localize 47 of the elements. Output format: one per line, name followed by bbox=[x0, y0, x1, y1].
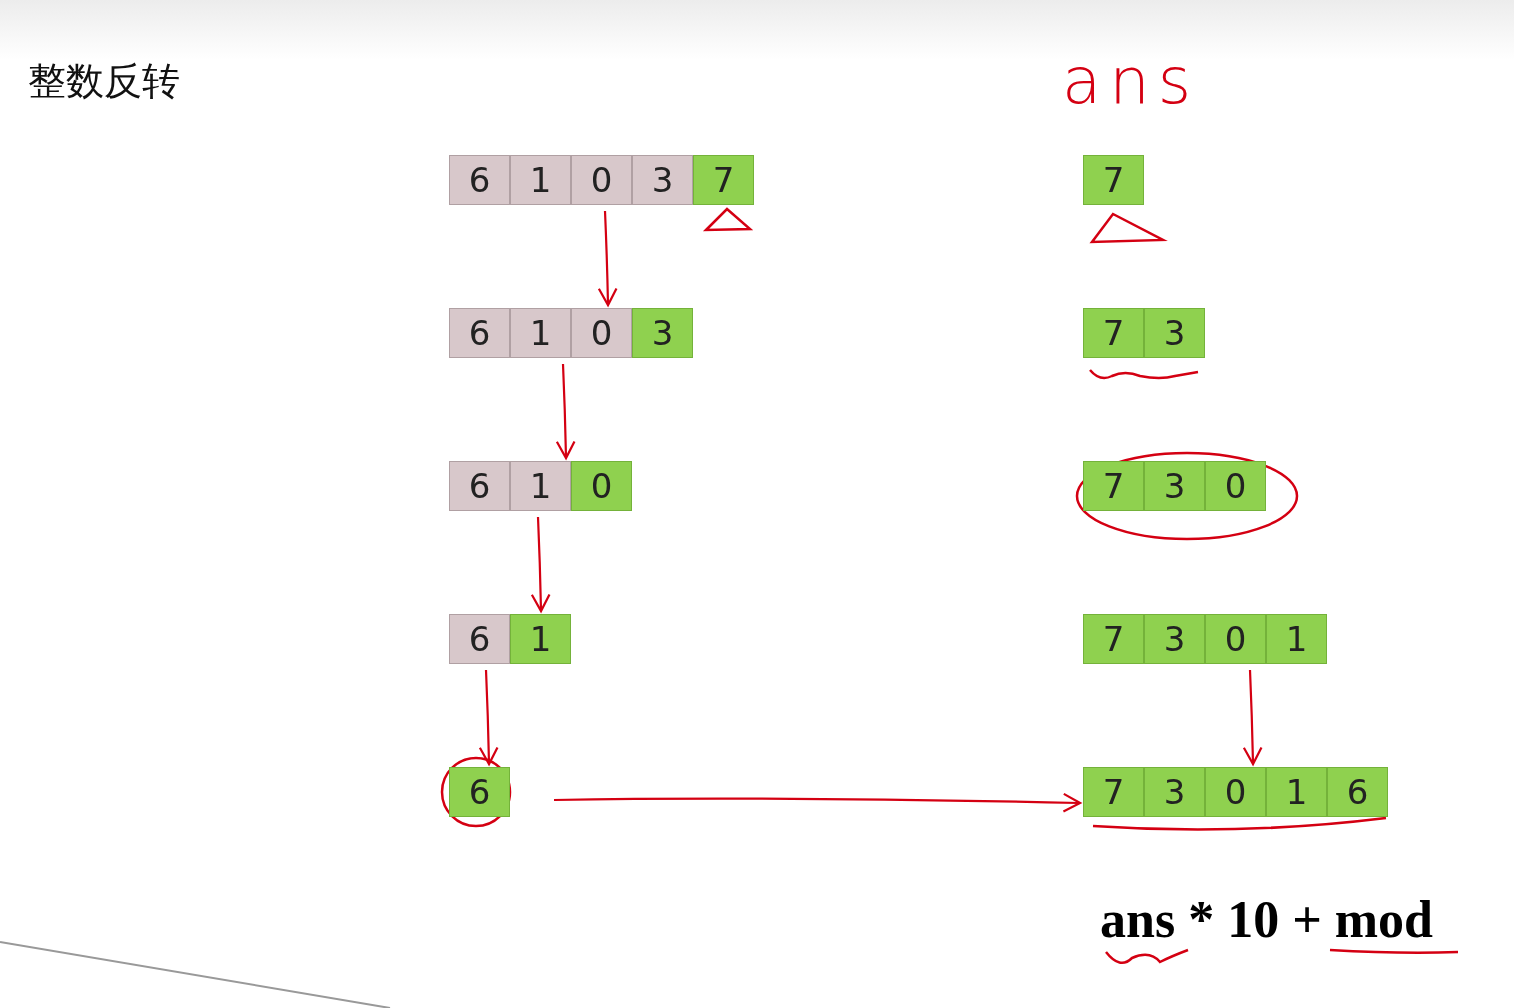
digit-cell: 7 bbox=[1083, 767, 1144, 817]
digit-array bbox=[449, 155, 754, 205]
arrow bbox=[597, 210, 618, 307]
digit-cell: 1 bbox=[510, 614, 571, 664]
digit-cell: 0 bbox=[1205, 614, 1266, 664]
digit-cell: 6 bbox=[449, 614, 510, 664]
handwritten-label: ans bbox=[1062, 44, 1200, 118]
digit-cell: 1 bbox=[1266, 614, 1327, 664]
digit-cell: 6 bbox=[449, 308, 510, 358]
digit-array bbox=[449, 308, 693, 358]
digit-cell: 6 bbox=[449, 155, 510, 205]
digit-cell: 7 bbox=[1083, 155, 1144, 205]
digit-array bbox=[449, 461, 632, 511]
digit-cell: 0 bbox=[1205, 767, 1266, 817]
digit-cell: 6 bbox=[1327, 767, 1388, 817]
digit-cell: 0 bbox=[571, 461, 632, 511]
digit-cell: 0 bbox=[571, 308, 632, 358]
formula: ans * 10 + mod bbox=[1100, 890, 1434, 949]
digit-array bbox=[1083, 461, 1266, 511]
digit-cell: 3 bbox=[1144, 308, 1205, 358]
digit-cell: 3 bbox=[1144, 767, 1205, 817]
digit-cell: 1 bbox=[510, 308, 571, 358]
digit-cell: 1 bbox=[510, 155, 571, 205]
digit-cell: 0 bbox=[571, 155, 632, 205]
arrow bbox=[554, 792, 1082, 813]
digit-cell: 7 bbox=[1083, 461, 1144, 511]
digit-cell: 3 bbox=[632, 308, 693, 358]
arrow bbox=[478, 669, 499, 766]
digit-array bbox=[1083, 767, 1388, 817]
digit-cell: 7 bbox=[1083, 614, 1144, 664]
digit-cell: 3 bbox=[1144, 461, 1205, 511]
title: 整数反转 bbox=[28, 58, 180, 105]
digit-cell: 0 bbox=[1205, 461, 1266, 511]
digit-cell: 3 bbox=[632, 155, 693, 205]
digit-cell: 1 bbox=[510, 461, 571, 511]
arrow bbox=[1242, 669, 1263, 766]
arrow bbox=[555, 363, 576, 460]
digit-array bbox=[449, 614, 571, 664]
digit-cell: 6 bbox=[449, 461, 510, 511]
digit-cell: 6 bbox=[449, 767, 510, 817]
digit-array bbox=[1083, 308, 1205, 358]
digit-cell: 7 bbox=[693, 155, 754, 205]
digit-array bbox=[1083, 614, 1327, 664]
arrow bbox=[530, 516, 551, 613]
digit-cell: 1 bbox=[1266, 767, 1327, 817]
digit-cell: 3 bbox=[1144, 614, 1205, 664]
digit-cell: 7 bbox=[1083, 308, 1144, 358]
